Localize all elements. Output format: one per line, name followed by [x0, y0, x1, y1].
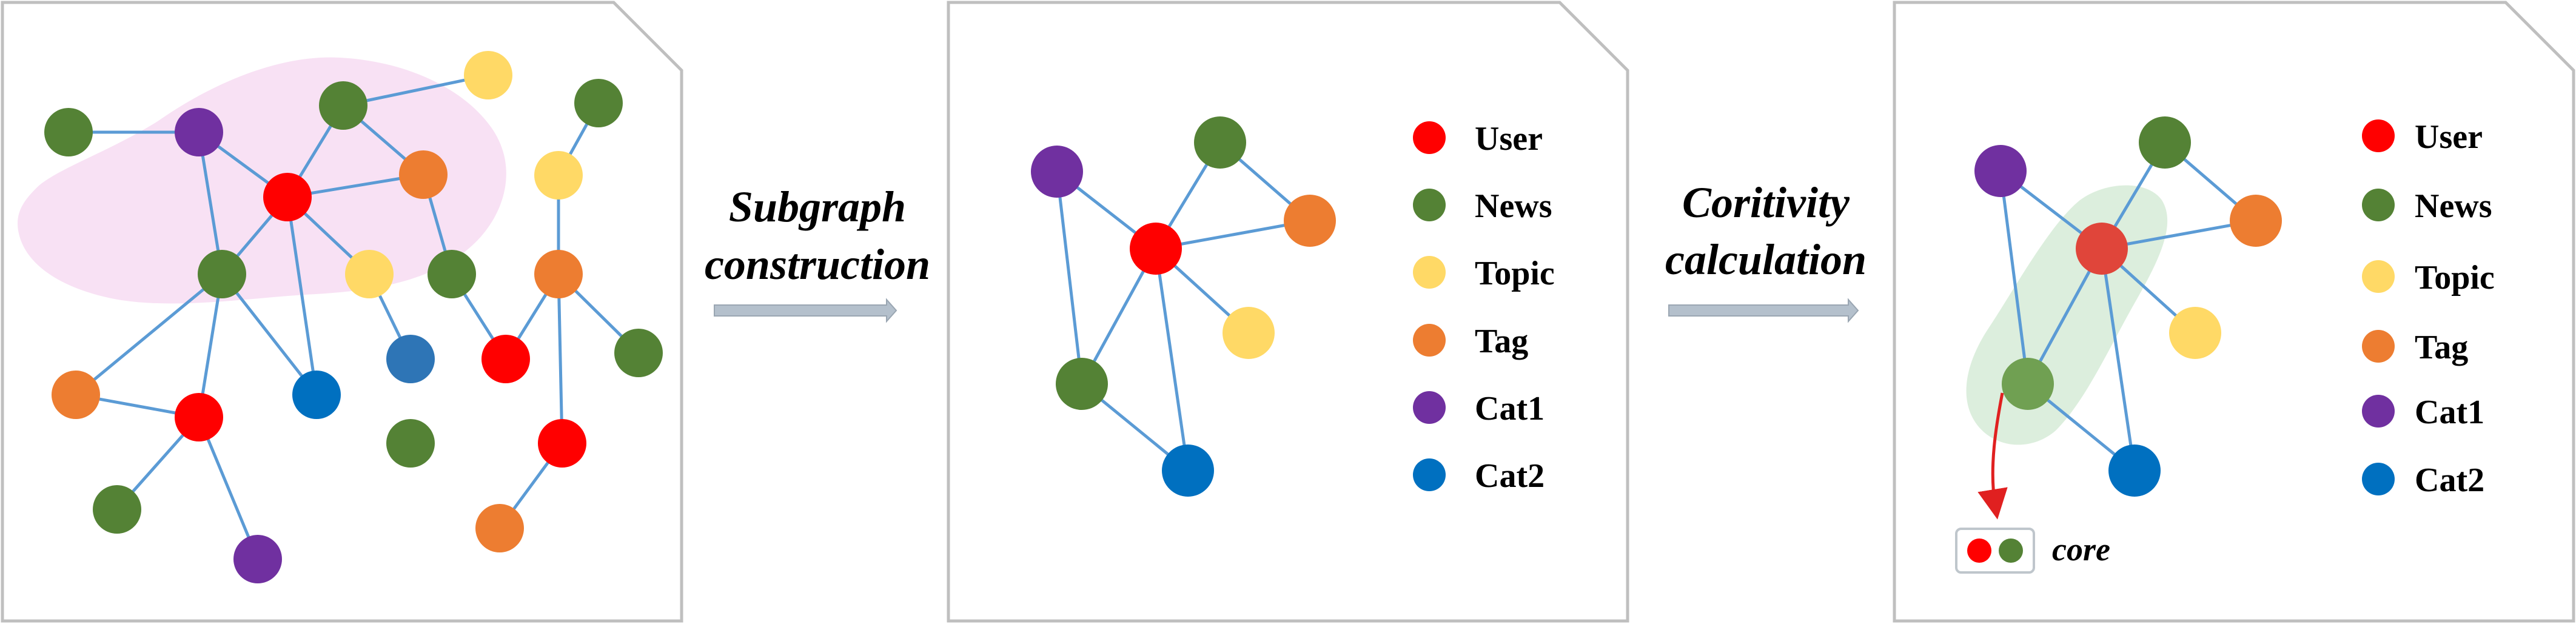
- legend-label-user: User: [1475, 120, 1543, 158]
- p1-node-tag-g1: [399, 150, 448, 199]
- p1-node-cat1-c1b: [233, 535, 282, 583]
- p1-node-tag-g2: [534, 250, 583, 298]
- core-news-node: [1999, 538, 2023, 563]
- p2-node-cat1-cat1: [1031, 146, 1083, 198]
- p1-node-user-u3: [175, 393, 223, 441]
- p1-node-tag-g3: [52, 371, 100, 419]
- p1-node-cat2-c2a: [386, 335, 435, 383]
- legend-label-tag: Tag: [2415, 329, 2468, 366]
- p3-node-cat1-cat1: [1974, 145, 2027, 197]
- p1-node-tag-g4: [475, 504, 524, 552]
- p1-edge-18: [197, 415, 260, 561]
- p1-edge-3: [341, 73, 490, 107]
- p1-edge-12: [74, 272, 224, 397]
- p1-node-topic-t2: [345, 250, 394, 298]
- legend-label-topic: Topic: [2415, 259, 2495, 297]
- step1-label-line1: Subgraph: [729, 183, 906, 231]
- legend-label-cat2: Cat2: [1475, 457, 1545, 495]
- step2-arrow: [1668, 298, 1859, 323]
- p1-edge-23: [557, 272, 564, 445]
- p2-node-news-news2: [1056, 358, 1108, 410]
- legend-label-user: User: [2415, 118, 2483, 156]
- p1-node-news-n7: [386, 419, 435, 468]
- step1-label-line2: construction: [705, 240, 930, 289]
- legend-swatch-cat1: [2362, 395, 2395, 428]
- legend-label-cat2: Cat2: [2415, 461, 2484, 499]
- core-pointer-arrow: [1977, 392, 2008, 520]
- step2-label-line1: Coritivity: [1682, 178, 1850, 227]
- p1-node-news-n6: [614, 329, 663, 377]
- p2-edge-7: [1154, 247, 1190, 472]
- legend-swatch-news: [1413, 189, 1446, 221]
- step-subgraph-construction: Subgraph construction: [705, 183, 930, 323]
- p1-edge-11: [220, 272, 318, 397]
- p1-node-news-n4: [428, 250, 476, 298]
- core-user-node: [1967, 538, 1991, 563]
- legend-swatch-tag: [2362, 330, 2395, 363]
- legend-swatch-tag: [1413, 324, 1446, 357]
- p2-node-cat2-cat2: [1162, 445, 1214, 497]
- p1-node-cat1-c1a: [175, 108, 223, 156]
- legend-label-cat1: Cat1: [1475, 390, 1545, 428]
- p2-node-topic-topic: [1223, 307, 1275, 359]
- legend-swatch-news: [2362, 189, 2395, 221]
- legend-label-cat1: Cat1: [2415, 394, 2484, 431]
- legend-swatch-user: [2362, 119, 2395, 152]
- p1-node-user-u1: [263, 173, 312, 221]
- p1-node-user-u2: [481, 335, 530, 383]
- p3-node-user-user: [2076, 223, 2128, 275]
- legend-label-news: News: [2415, 187, 2492, 225]
- core-label: core: [2052, 531, 2110, 568]
- p1-node-news-n3: [198, 250, 246, 298]
- legend-swatch-user: [1413, 121, 1446, 154]
- p1-node-news-n1: [44, 108, 93, 156]
- legend-swatch-cat1: [1413, 391, 1446, 424]
- p1-edge-9: [286, 195, 318, 397]
- p2-node-news-news1: [1194, 116, 1246, 169]
- legend-label-topic: Topic: [1475, 255, 1555, 292]
- p2-edge-4: [1154, 219, 1312, 250]
- p3-edge-4: [2100, 219, 2258, 250]
- p2-edge-1: [1055, 170, 1084, 386]
- core-indicator: core: [1955, 528, 2110, 574]
- p3-edge-7: [2100, 247, 2136, 472]
- panel-full-graph: [1, 1, 683, 623]
- p1-node-topic-t1: [464, 51, 512, 99]
- p1-node-news-n2: [319, 81, 367, 130]
- legend-swatch-topic: [1413, 256, 1446, 289]
- p1-node-user-u4: [538, 419, 586, 468]
- p2-node-user-user: [1130, 223, 1182, 275]
- legend-swatch-cat2: [1413, 458, 1446, 491]
- legend-label-news: News: [1475, 187, 1552, 225]
- p1-node-news-n5: [574, 79, 623, 127]
- p1-node-topic-t3: [534, 151, 583, 200]
- p1-node-news-n8: [93, 485, 141, 534]
- highlight-region-pink: [18, 57, 506, 304]
- p2-node-tag-tag: [1284, 195, 1336, 247]
- p3-node-news-news1: [2139, 116, 2191, 169]
- legend-swatch-topic: [2362, 260, 2395, 293]
- p3-node-topic-topic: [2169, 307, 2221, 359]
- p1-node-cat2-c2b: [292, 371, 341, 419]
- legend-swatch-cat2: [2362, 463, 2395, 495]
- legend-label-tag: Tag: [1475, 323, 1528, 360]
- p3-node-tag-tag: [2230, 195, 2282, 247]
- p3-node-news-news2: [2002, 358, 2054, 410]
- step1-arrow: [714, 298, 897, 323]
- p3-edge-1: [1999, 169, 2030, 386]
- step-coritivity-calculation: Coritivity calculation: [1665, 178, 1867, 323]
- p3-node-cat2-cat2: [2108, 445, 2161, 497]
- step2-label-line2: calculation: [1665, 235, 1867, 284]
